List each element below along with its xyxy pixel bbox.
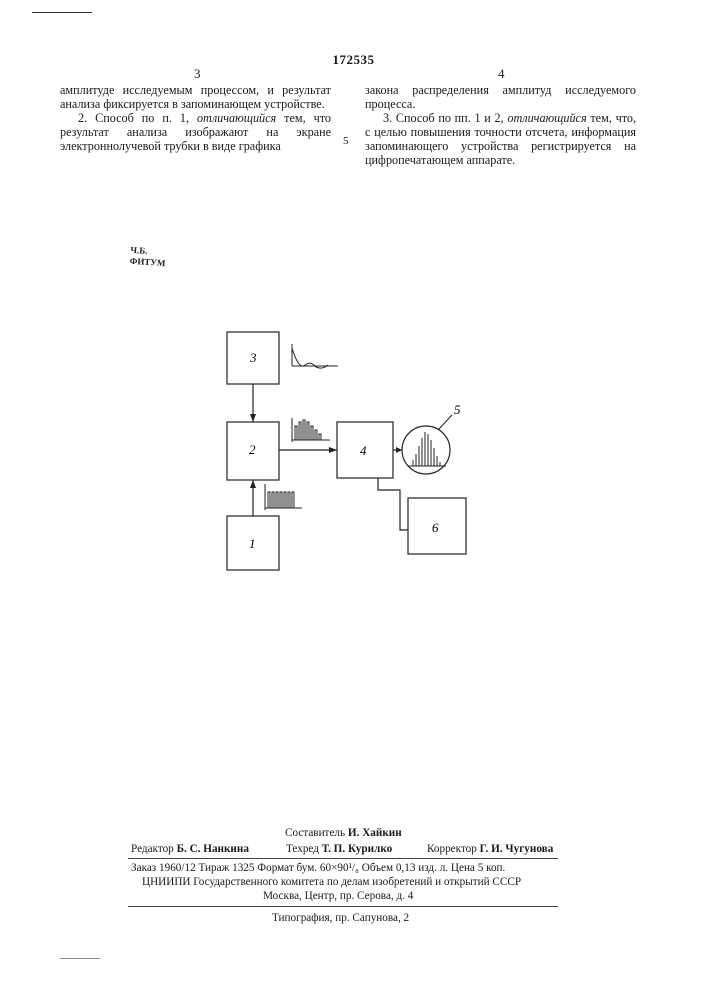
address-line: Москва, Центр, пр. Серова, д. 4 <box>263 890 413 903</box>
compiler-line: Составитель И. Хайкин <box>285 827 402 840</box>
imprint-rule-bottom <box>128 906 558 907</box>
imprint-rule-top <box>128 858 558 859</box>
institute-line: ЦНИИПИ Государственного комитета по дела… <box>142 876 521 889</box>
order-line: Заказ 1960/12 Тираж 1325 Формат бум. 60×… <box>131 862 505 875</box>
bottom-left-mark <box>60 958 100 959</box>
corrector-line: Корректор Г. И. Чугунова <box>427 843 553 856</box>
printer-line: Типография, пр. Сапунова, 2 <box>272 912 409 925</box>
techred-line: Техред Т. П. Курилко <box>286 843 392 856</box>
editor-line: Редактор Б. С. Нанкина <box>131 843 249 856</box>
